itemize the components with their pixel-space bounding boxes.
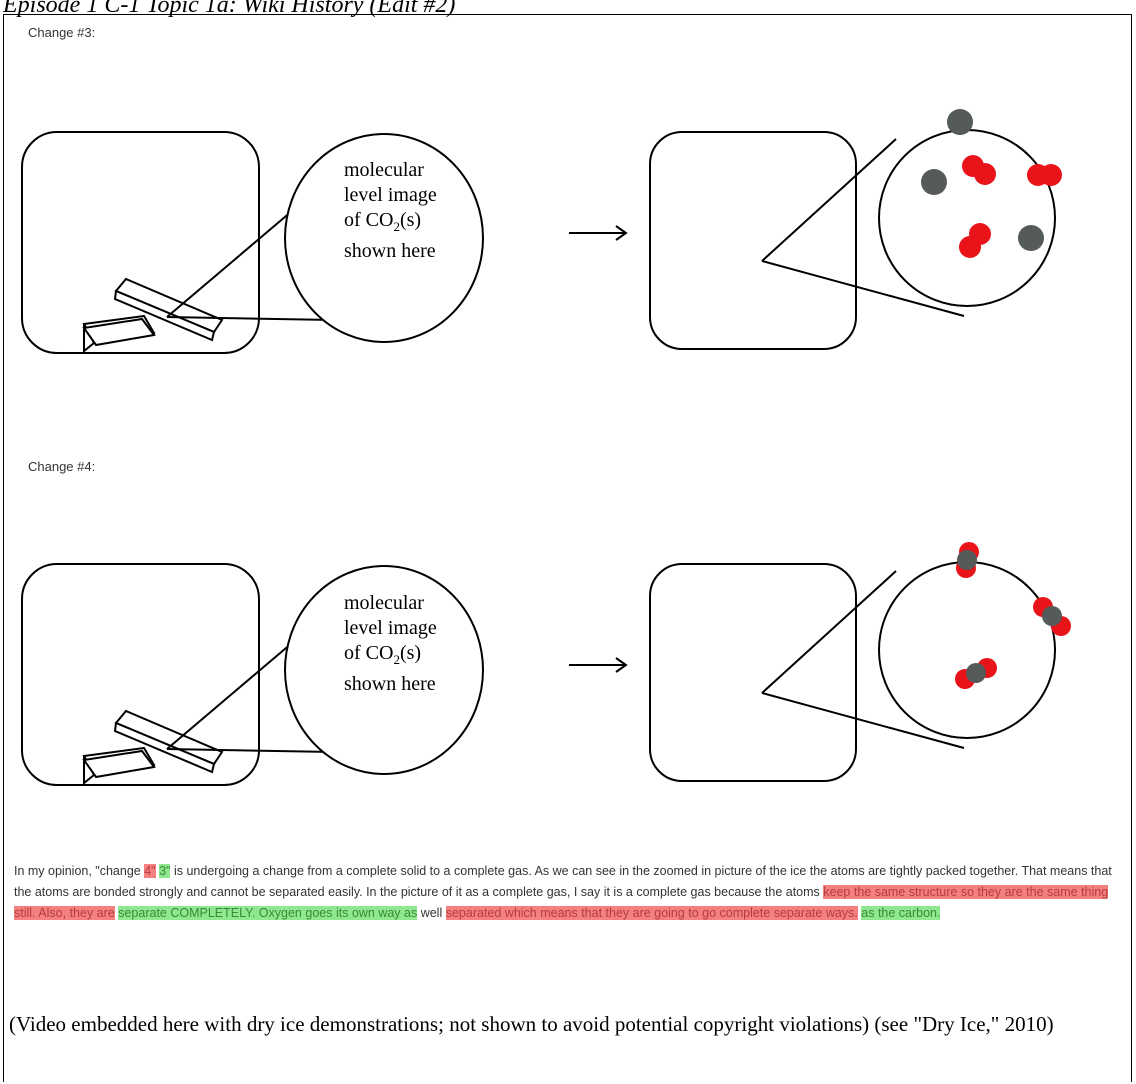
deleted-text: 4" (144, 864, 156, 878)
change-3-bubble-text: molecular level image of CO2(s) shown he… (344, 159, 437, 262)
zoom-line-bottom (166, 748, 335, 753)
left-container (21, 563, 260, 786)
zoom-line-bottom (166, 316, 335, 321)
right-container (649, 563, 857, 782)
zoom-bubble (284, 133, 484, 343)
left-container (21, 131, 260, 354)
deleted-text: separated which means that they are goin… (445, 906, 858, 920)
dry-ice-blocks (82, 277, 224, 354)
student-response: In my opinion, "change 4" 3" is undergoi… (14, 864, 1112, 920)
dry-ice-blocks (82, 709, 224, 786)
change-3-diagram (21, 109, 1062, 354)
page-header: Episode 1 C-1 Topic 1a: Wiki History (Ed… (3, 0, 456, 18)
separated-atoms (921, 109, 1062, 258)
zoom-bubble-molecules (878, 561, 1056, 739)
change-4-bubble-text: molecular level image of CO2(s) shown he… (344, 592, 437, 695)
zoom-bubble (284, 565, 484, 775)
video-caption: (Video embedded here with dry ice demons… (9, 1012, 1054, 1036)
change-3-label: Change #3: (28, 25, 96, 40)
reaction-arrow (569, 225, 628, 241)
content-frame: Change #3: (3, 14, 1132, 1082)
co2-molecules (955, 542, 1071, 689)
added-text: as the carbon. (861, 906, 941, 920)
zoom-bubble-atoms (878, 129, 1056, 307)
change-4-label: Change #4: (28, 459, 96, 474)
reaction-arrow (569, 657, 628, 673)
added-text: separate COMPLETELY. Oxygen goes its own… (118, 906, 418, 920)
added-text: 3" (159, 864, 171, 878)
right-container (649, 131, 857, 350)
change-4-diagram (21, 542, 1071, 786)
